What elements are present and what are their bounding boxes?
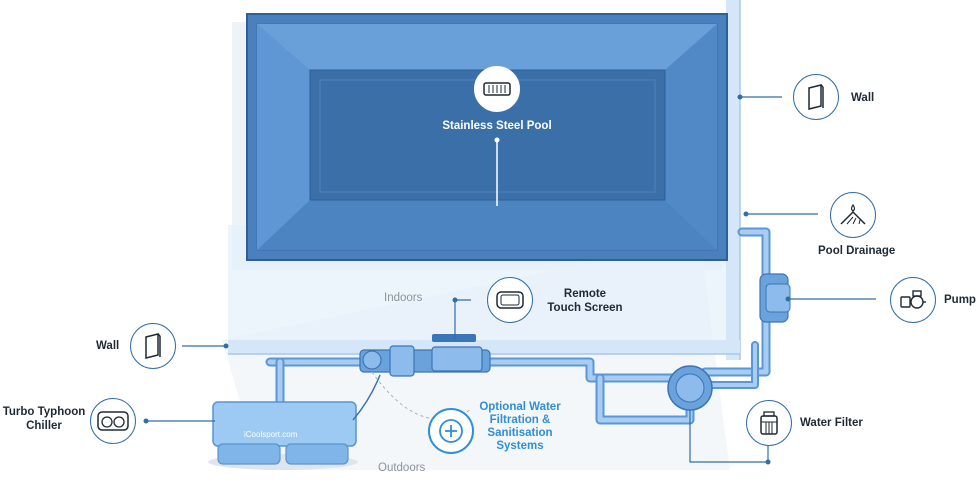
drainage-icon — [830, 192, 876, 238]
chiller-label: Turbo Typhoon Chiller — [2, 406, 86, 432]
chiller-brand-label: iCoolsport.com — [244, 430, 298, 439]
pump-device — [759, 273, 791, 323]
connector-dots — [143, 94, 791, 465]
pool-pointer-dot — [494, 137, 500, 143]
outdoors-label: Outdoors — [378, 462, 426, 474]
pump-label: Pump — [944, 294, 976, 306]
water-filter-device — [667, 365, 713, 411]
remote-touch-screen-label: Remote Touch Screen — [547, 288, 623, 314]
stainless-steel-pool — [246, 13, 728, 261]
valve-cluster — [359, 345, 491, 377]
indoors-label: Indoors — [384, 292, 423, 304]
plus-icon — [428, 408, 474, 454]
chiller-device — [208, 374, 381, 470]
pump-icon — [890, 277, 936, 323]
wall-left-label: Wall — [96, 340, 120, 352]
wall-right-structure — [726, 0, 740, 360]
optional-systems-label: Optional Water Filtration & Sanitisation… — [479, 401, 561, 452]
pool-grate-icon — [474, 66, 520, 112]
touch-screen-device — [432, 334, 476, 342]
wall-right-label: Wall — [851, 92, 875, 104]
touch-screen-icon — [487, 277, 533, 323]
connector-lines — [146, 96, 876, 463]
wall-panel-icon — [793, 74, 839, 120]
pool-drainage-label: Pool Drainage — [818, 245, 896, 257]
water-filter-icon — [746, 400, 792, 446]
chiller-icon — [90, 398, 136, 444]
water-filter-label: Water Filter — [800, 417, 863, 429]
wall-left-structure — [228, 340, 740, 354]
pool-label: Stainless Steel Pool — [442, 120, 552, 132]
wall-panel-icon — [130, 323, 176, 369]
